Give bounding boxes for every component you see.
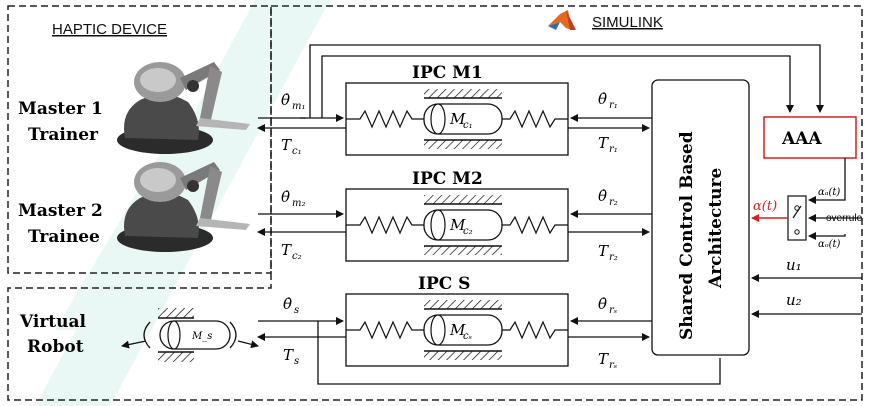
theta-s-sub: s (294, 305, 299, 316)
tr2-label: T (598, 242, 609, 260)
tc2-label: T (281, 241, 292, 259)
u2-label: u₂ (786, 291, 802, 309)
theta-rs-sub: rₛ (609, 305, 617, 316)
alpha-out-label: α(t) (753, 199, 777, 214)
tr1-sub: r₁ (609, 144, 618, 155)
signal-lines (257, 44, 862, 385)
tr1-label: T (598, 134, 609, 152)
theta-m1-sub: m₁ (292, 101, 306, 112)
ipc-m1-title: IPC M1 (412, 63, 483, 83)
ipc-block-m2: IPC M2 M c₂ (345, 169, 569, 262)
haptic-device-1-image (117, 62, 250, 154)
virtual-robot-label-line1: Virtual (19, 312, 87, 332)
master-2-label-line2: Trainee (28, 227, 100, 247)
theta-rs-label: θ̇ (598, 295, 607, 313)
theta-r2-sub: r₂ (609, 197, 618, 208)
theta-m1-label: θ̇ (281, 91, 290, 109)
theta-r2-label: θ̇ (598, 187, 607, 205)
haptic-device-title: HAPTIC DEVICE (52, 21, 167, 38)
ipc-block-m1: IPC M1 M c₁ (345, 63, 569, 156)
aaa-label: AAA (781, 129, 822, 149)
signal-labels: θ̇ m₁ T c₁ θ̇ m₂ T c₂ θ̇ s T s θ̇ r₁ T r… (281, 90, 802, 371)
theta-r1-label: θ̇ (598, 90, 607, 108)
u1-label: u₁ (786, 256, 802, 274)
ipc-s-mass: M (449, 321, 466, 339)
trs-label: T (598, 350, 609, 368)
tc1-sub: c₁ (292, 146, 302, 157)
simulink-logo-icon (548, 10, 576, 30)
ts-sub: s (294, 356, 299, 367)
haptic-device-2-image (117, 162, 250, 252)
theta-r1-sub: r₁ (609, 100, 618, 111)
shared-control-block (651, 79, 750, 356)
virtual-robot-mass-label: M_s (191, 331, 212, 342)
theta-m2-sub: m₂ (292, 198, 306, 209)
simulink-title: SIMULINK (592, 14, 663, 31)
ts-label: T (283, 346, 294, 364)
shared-control-label-line2: Architecture (706, 167, 726, 289)
shared-control-label-line1: Shared Control Based (677, 131, 697, 340)
ipc-block-s: IPC S M cₛ (345, 274, 569, 367)
alpha-o-label: αₒ(t) (818, 239, 841, 250)
theta-s-label: θ̇ (283, 295, 292, 313)
master-1-label-line1: Master 1 (18, 99, 103, 119)
ipc-m1-mass: M (449, 110, 466, 128)
aaa-block (763, 116, 857, 159)
ipc-s-mass-sub: cₛ (463, 331, 472, 342)
theta-m2-label: θ̇ (281, 188, 290, 206)
ipc-m2-mass-sub: c₂ (463, 226, 473, 237)
trs-sub: rₛ (609, 360, 617, 371)
ipc-m2-mass: M (449, 216, 466, 234)
alpha-a-label: αₐ(t) (818, 187, 840, 198)
virtual-robot-label-line2: Robot (27, 337, 84, 357)
tc1-label: T (281, 136, 292, 154)
master-2-label-line1: Master 2 (18, 201, 103, 221)
haptic-device-region (7, 5, 272, 274)
ipc-m1-mass-sub: c₁ (463, 120, 473, 131)
tr2-sub: r₂ (609, 252, 618, 263)
simulink-region (7, 5, 863, 401)
switch-block (787, 195, 807, 241)
virtual-robot-mass: M_s (121, 308, 259, 362)
tc2-sub: c₂ (292, 251, 302, 262)
master-1-label-line2: Trainer (28, 125, 99, 145)
ipc-s-title: IPC S (418, 274, 470, 294)
ipc-m2-title: IPC M2 (412, 169, 483, 189)
